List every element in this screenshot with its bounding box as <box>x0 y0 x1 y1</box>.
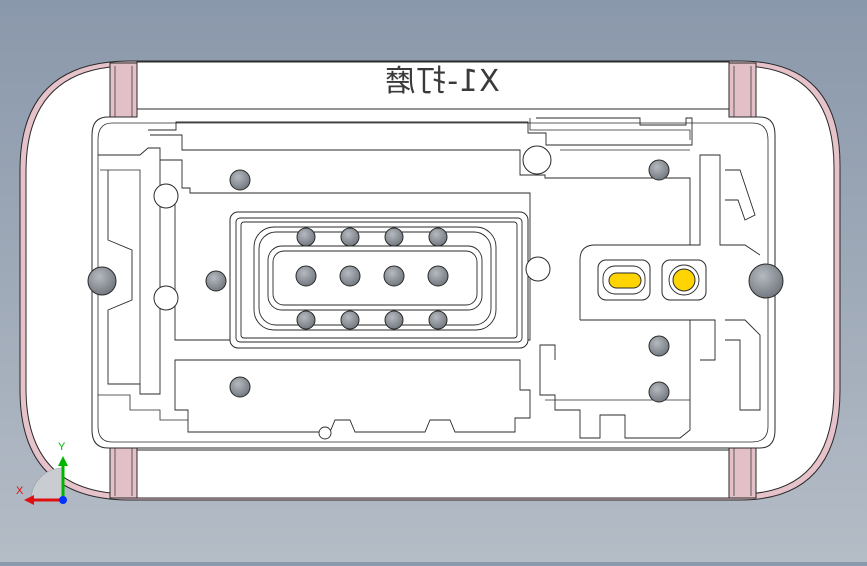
pin <box>428 227 448 247</box>
hole <box>205 270 227 292</box>
coordinate-triad <box>24 456 68 505</box>
yellow-dot <box>672 268 696 292</box>
pin <box>384 310 404 330</box>
pin <box>340 310 360 330</box>
pin <box>428 310 448 330</box>
pin <box>296 227 316 247</box>
hole <box>648 381 670 403</box>
pin <box>339 265 361 287</box>
triad-quadrant <box>30 467 64 501</box>
axis-y-label: Y <box>58 441 66 453</box>
top-band <box>136 61 730 110</box>
pin <box>340 227 360 247</box>
pin <box>296 310 316 330</box>
open-holes <box>153 145 552 311</box>
pin <box>427 265 449 287</box>
yellow-slot <box>608 272 642 289</box>
pin <box>384 227 404 247</box>
hole <box>229 376 251 398</box>
mounting-holes <box>87 159 784 403</box>
pin <box>295 265 317 287</box>
axis-z-dot <box>59 496 67 504</box>
axis-x-label: X <box>16 485 24 497</box>
bottom-band <box>136 449 730 499</box>
hole-large-left <box>87 266 117 296</box>
connector-pins <box>295 227 449 330</box>
hole-large-right <box>748 263 784 299</box>
hole <box>648 335 670 357</box>
hole <box>229 169 251 191</box>
pin <box>383 265 405 287</box>
hole <box>648 159 670 181</box>
part-label: X1-打磨 <box>384 64 500 99</box>
